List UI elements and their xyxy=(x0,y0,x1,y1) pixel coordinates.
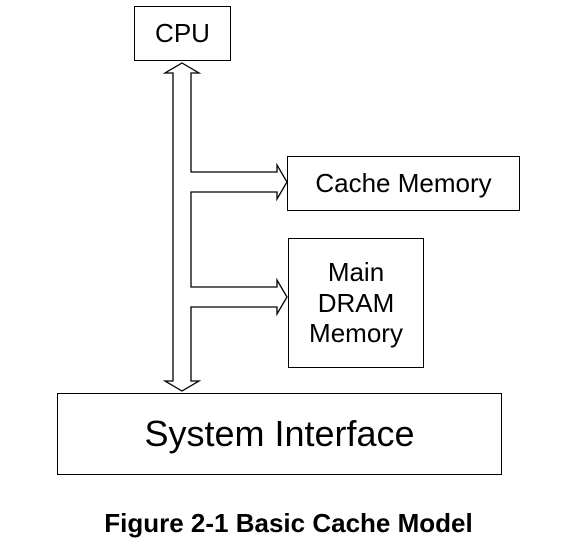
cpu-box: CPU xyxy=(134,6,231,61)
cpu-system-bus-arrow xyxy=(162,62,288,392)
dram-label-line-1: Main xyxy=(327,256,385,287)
cpu-label: CPU xyxy=(155,18,210,49)
system-interface-label: System Interface xyxy=(144,412,415,454)
figure-caption: Figure 2-1 Basic Cache Model xyxy=(104,508,473,538)
dram-label-line-3: Memory xyxy=(309,318,403,349)
cache-memory-box: Cache Memory xyxy=(287,156,520,211)
main-dram-memory-box: Main DRAM Memory xyxy=(288,238,424,368)
system-interface-box: System Interface xyxy=(57,393,502,475)
dram-label-line-2: DRAM xyxy=(317,287,395,318)
cache-memory-label: Cache Memory xyxy=(315,168,492,199)
